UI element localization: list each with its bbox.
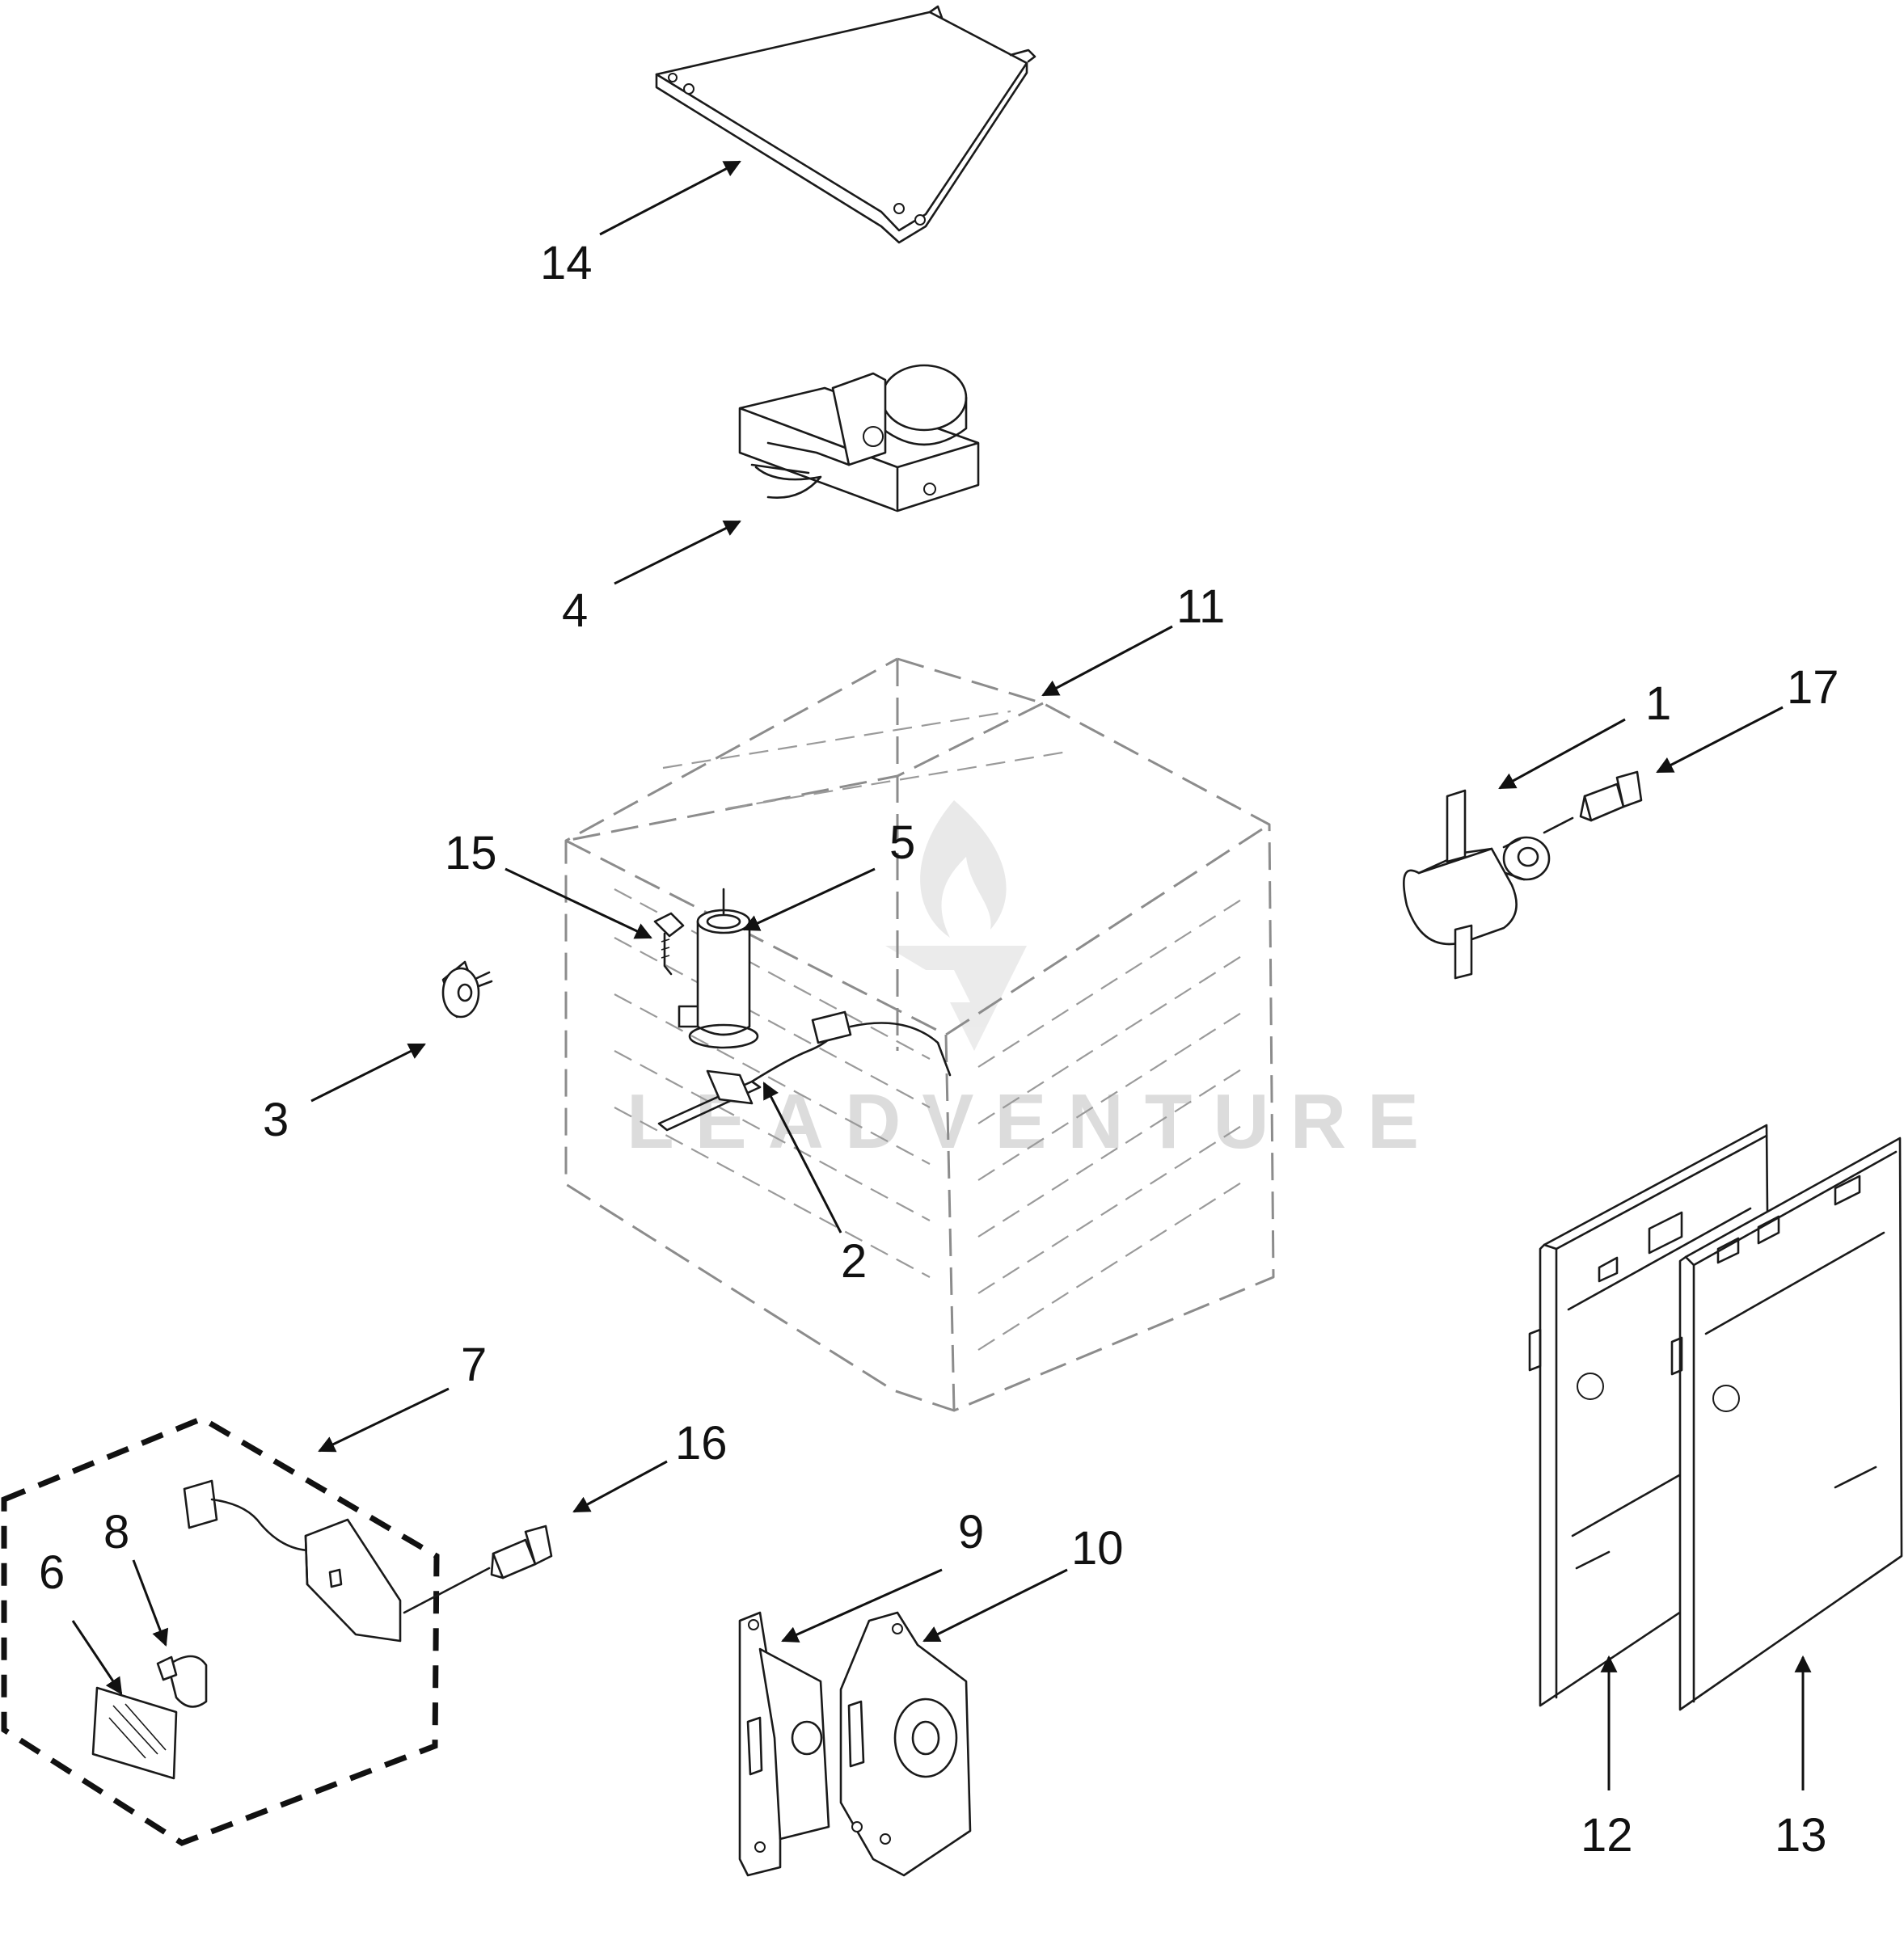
leader-5 <box>742 867 876 931</box>
callout-14: 14 <box>540 237 593 289</box>
part-17-screw <box>1579 770 1643 822</box>
part-5-igniter <box>678 888 759 1049</box>
part-10-hinge <box>839 1611 972 1877</box>
part-2-sensor-probe <box>657 1010 952 1132</box>
leader-7 <box>318 1387 450 1453</box>
part-7-light-socket <box>183 1479 491 1643</box>
leader-11 <box>1041 625 1173 697</box>
leader-2 <box>762 1082 842 1234</box>
callout-6: 6 <box>39 1546 65 1599</box>
part-8-bulb <box>156 1655 208 1708</box>
part-13-side-panel <box>1670 1137 1903 1711</box>
leader-9 <box>781 1568 943 1643</box>
leader-17 <box>1656 706 1784 774</box>
watermark-text: LEADVENTURE <box>627 1078 1440 1165</box>
part-11-oven-cavity <box>564 657 1275 1412</box>
leader-14 <box>599 160 741 236</box>
leader-1 <box>1498 718 1626 790</box>
callout-13: 13 <box>1775 1809 1827 1862</box>
callout-9: 9 <box>958 1506 984 1558</box>
callout-15: 15 <box>445 827 497 879</box>
callout-16: 16 <box>675 1417 728 1470</box>
leader-3 <box>310 1043 426 1103</box>
part-1-switch <box>1403 789 1574 980</box>
leader-lines <box>71 160 1812 1790</box>
leader-15 <box>504 867 652 939</box>
callout-11: 11 <box>1176 580 1225 633</box>
leader-10 <box>922 1568 1068 1643</box>
flame-logo-icon <box>885 800 1027 1051</box>
leader-6 <box>71 1620 123 1695</box>
callout-10: 10 <box>1071 1522 1124 1575</box>
leader-8 <box>132 1559 169 1647</box>
callout-12: 12 <box>1581 1809 1633 1862</box>
watermark: LEADVENTURE <box>627 800 1440 1165</box>
part-15-screw <box>653 912 685 976</box>
callout-4: 4 <box>562 584 588 637</box>
callout-labels: 14 4 11 1 17 15 5 3 2 7 16 8 6 9 10 12 1… <box>39 237 1839 1862</box>
callout-5: 5 <box>889 816 915 869</box>
leader-4 <box>614 520 741 585</box>
callout-7: 7 <box>461 1339 487 1391</box>
part-3-knob <box>441 960 493 1018</box>
part-14-top-panel <box>655 5 1036 244</box>
callout-3: 3 <box>263 1094 289 1146</box>
part-6-lens <box>91 1686 178 1780</box>
part-7-kit-outline <box>1 1415 440 1846</box>
part-9-hinge <box>738 1611 830 1877</box>
part-4-latch-assembly <box>738 364 980 512</box>
callout-2: 2 <box>841 1235 867 1288</box>
callout-17: 17 <box>1787 661 1839 714</box>
callout-1: 1 <box>1645 677 1671 730</box>
leader-16 <box>572 1460 668 1513</box>
callout-8: 8 <box>103 1506 129 1558</box>
part-16-screw <box>490 1525 553 1579</box>
